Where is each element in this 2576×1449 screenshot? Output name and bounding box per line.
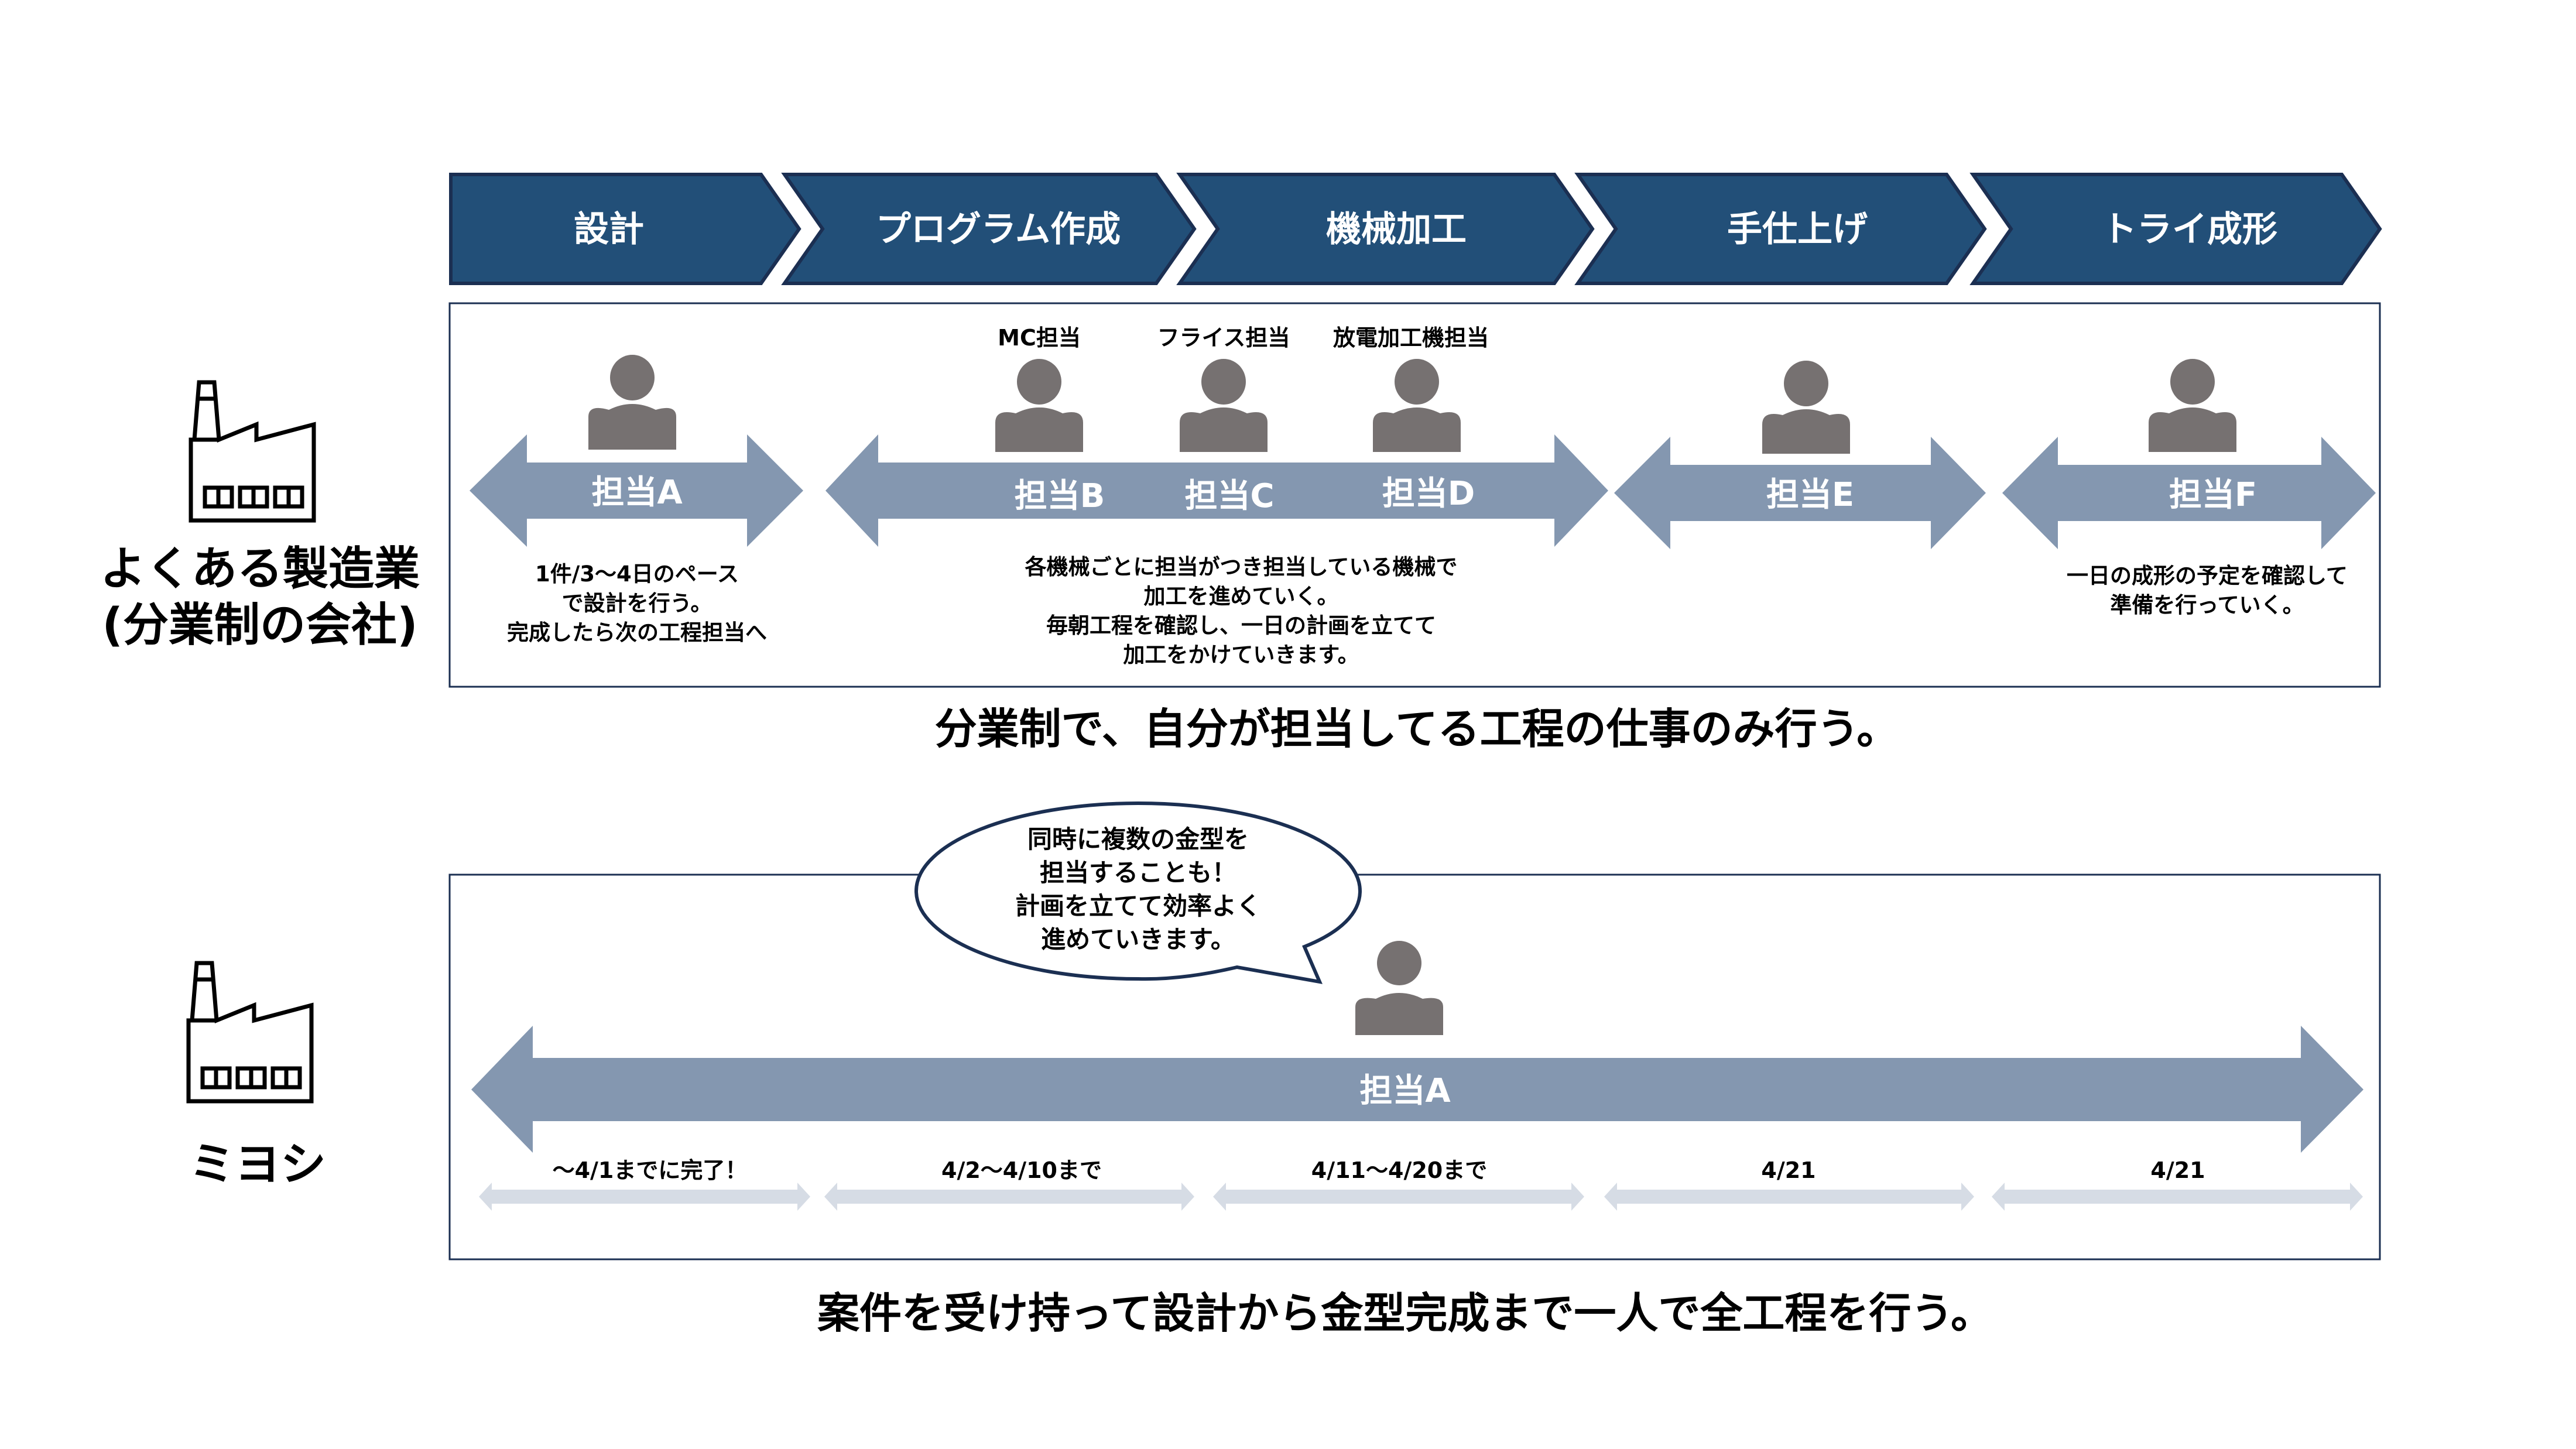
miyoshi-label: ミヨシ	[186, 961, 326, 1191]
svg-text:各機械ごとに担当がつき担当している機械で: 各機械ごとに担当がつき担当している機械で	[1025, 554, 1458, 580]
svg-text:4/21: 4/21	[2150, 1157, 2205, 1183]
svg-text:完成したら次の工程担当へ: 完成したら次の工程担当へ	[507, 620, 767, 645]
svg-text:同時に複数の金型を: 同時に複数の金型を	[1027, 825, 1249, 854]
chevron-step-finishing: 手仕上げ	[1574, 173, 1987, 285]
period-item: 4/2〜4/10まで	[824, 1157, 1194, 1211]
description-machining: 各機械ごとに担当がつき担当している機械で 加工を進めていく。 毎朝工程を確認し、…	[1025, 554, 1458, 667]
description-molding: 一日の成形の予定を確認して 準備を行っていく。	[2067, 563, 2348, 618]
typical-company-label: よくある製造業 (分業制の会社)	[100, 380, 420, 652]
role-title-milling: フライス担当	[1157, 325, 1290, 351]
miyoshi-arrow	[471, 1026, 2363, 1153]
arrow-label-f: 担当F	[2169, 476, 2257, 514]
svg-text:準備を行っていく。: 準備を行っていく。	[2110, 592, 2304, 618]
svg-text:加工を進めていく。: 加工を進めていく。	[1144, 584, 1339, 609]
company-name-line2: (分業制の会社)	[102, 599, 417, 652]
miyoshi-box	[448, 873, 2381, 1260]
chevron-label: トライ成形	[2102, 209, 2277, 250]
period-item: 4/11〜4/20まで	[1213, 1157, 1584, 1211]
arrow-label-b: 担当B	[1015, 477, 1105, 515]
role-arrow-bcd	[825, 434, 1608, 547]
role-arrow-a	[470, 434, 803, 547]
person-icon	[1373, 359, 1461, 452]
process-chevron-row: 設計 プログラム作成 機械加工 手仕上げ トライ成形	[449, 173, 2382, 285]
svg-text:進めていきます。: 進めていきます。	[1041, 925, 1235, 954]
svg-text:4/2〜4/10まで: 4/2〜4/10まで	[941, 1157, 1102, 1183]
arrow-label-e: 担当E	[1766, 476, 1854, 514]
factory-icon	[189, 380, 316, 523]
arrow-label-c: 担当C	[1184, 477, 1274, 515]
arrow-label-d: 担当D	[1382, 475, 1475, 513]
miyoshi-summary: 案件を受け持って設計から金型完成まで一人で全工程を行う。	[817, 1289, 1993, 1338]
chevron-label: 手仕上げ	[1727, 209, 1868, 250]
chevron-label: 設計	[574, 209, 644, 250]
chevron-label: プログラム作成	[876, 209, 1121, 250]
person-icon	[1762, 361, 1850, 454]
person-icon	[1355, 941, 1443, 1035]
svg-text:担当することも！: 担当することも！	[1040, 858, 1236, 887]
role-title-edm: 放電加工機担当	[1333, 325, 1489, 351]
company-name-line1: よくある製造業	[100, 543, 420, 595]
period-item: 〜4/1までに完了！	[479, 1157, 810, 1211]
svg-text:加工をかけていきます。: 加工をかけていきます。	[1123, 642, 1359, 667]
speech-bubble: 同時に複数の金型を 担当することも！ 計画を立てて効率よく 進めていきます。	[914, 801, 1362, 984]
arrow-label-a: 担当A	[591, 474, 683, 512]
role-arrow-f	[2002, 437, 2376, 549]
svg-text:1件/3〜4日のペース: 1件/3〜4日のペース	[535, 561, 739, 587]
chevron-step-machining: 機械加工	[1176, 173, 1595, 285]
chevron-step-design: 設計	[449, 173, 801, 285]
svg-text:一日の成形の予定を確認して: 一日の成形の予定を確認して	[2067, 563, 2348, 588]
person-icon	[1180, 359, 1268, 452]
period-item: 4/21	[1992, 1157, 2363, 1211]
typical-company-summary: 分業制で、自分が担当してる工程の仕事のみ行う。	[935, 704, 1899, 753]
person-icon	[995, 359, 1083, 452]
svg-text:毎朝工程を確認し、一日の計画を立てて: 毎朝工程を確認し、一日の計画を立てて	[1046, 613, 1436, 638]
svg-text:4/11〜4/20まで: 4/11〜4/20まで	[1311, 1157, 1487, 1183]
svg-text:4/21: 4/21	[1761, 1157, 1815, 1183]
chevron-label: 機械加工	[1326, 209, 1467, 250]
description-design: 1件/3〜4日のペース で設計を行う。 完成したら次の工程担当へ	[507, 561, 767, 645]
svg-text:計画を立てて効率よく: 計画を立てて効率よく	[1015, 892, 1261, 920]
period-timeline: 〜4/1までに完了！ 4/2〜4/10まで 4/11〜4/20まで 4/21 4…	[479, 1157, 2363, 1211]
person-icon	[588, 355, 676, 450]
factory-icon	[186, 961, 314, 1104]
person-icon	[2149, 359, 2236, 452]
svg-text:で設計を行う。: で設計を行う。	[562, 591, 712, 616]
miyoshi-arrow-label: 担当A	[1359, 1072, 1451, 1110]
role-arrow-e	[1614, 437, 1986, 549]
role-title-mc: MC担当	[998, 325, 1081, 351]
typical-company-box	[448, 302, 2381, 688]
period-item: 4/21	[1604, 1157, 1974, 1211]
company-name: ミヨシ	[189, 1138, 326, 1191]
svg-text:〜4/1までに完了！: 〜4/1までに完了！	[553, 1157, 748, 1183]
chevron-step-trial-molding: トライ成形	[1969, 173, 2382, 285]
chevron-step-programming: プログラム作成	[781, 173, 1197, 285]
